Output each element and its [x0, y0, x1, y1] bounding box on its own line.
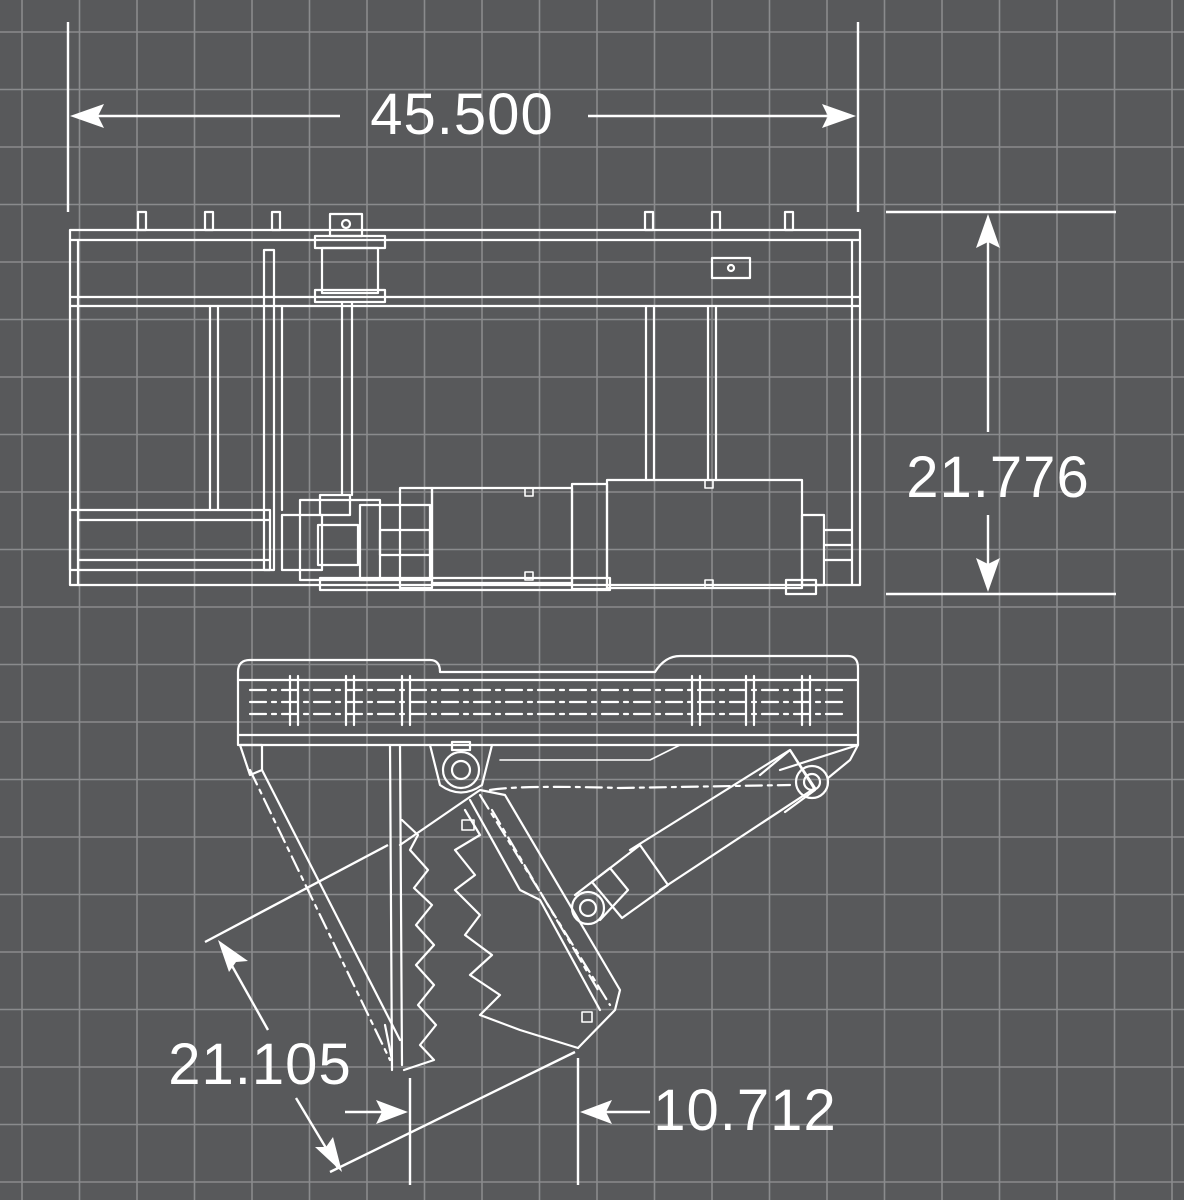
mount-pad: [710, 256, 752, 280]
side-view: [236, 654, 860, 1072]
dimension-tine-length: 21.105: [168, 843, 576, 1174]
dimension-height: 21.776: [886, 210, 1116, 596]
dimension-height-label: 21.776: [906, 445, 1089, 510]
fixed-jaw-teeth: [400, 818, 438, 1072]
side-posts: [288, 674, 812, 727]
cylinder-top-view: [280, 478, 854, 596]
dimension-jaw-opening: 10.712: [345, 1058, 836, 1185]
hinge-post: [313, 212, 387, 497]
dimension-jaw-opening-label: 10.712: [653, 1078, 836, 1143]
hydraulic-cylinder: [570, 743, 860, 926]
side-view-frame: [236, 654, 860, 747]
top-tabs: [136, 210, 795, 232]
moving-jaw: [398, 788, 622, 1050]
dimension-width-label: 45.500: [370, 82, 553, 147]
dimension-width: 45.500: [66, 22, 860, 212]
dimension-tine-length-label: 21.105: [168, 1032, 351, 1097]
top-view: [68, 210, 862, 596]
top-view-frame: [68, 228, 862, 587]
